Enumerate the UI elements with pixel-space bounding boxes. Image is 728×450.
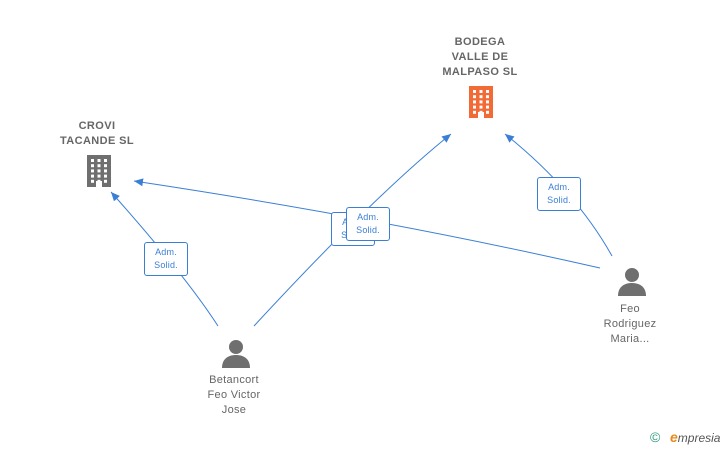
person-name-line: Rodriguez [603, 318, 657, 330]
company-name-line: TACANDE SL [59, 135, 135, 147]
empresia-logo[interactable]: empresia [670, 429, 720, 446]
company-name-line: VALLE DE [451, 51, 509, 63]
person-name-line: Betancort [209, 374, 259, 386]
edge-label-role: Adm.Solid. [346, 207, 390, 241]
person-name-line: Feo Victor [207, 389, 261, 401]
person-label-betancort-feo-victor-jose[interactable]: Betancort Feo Victor Jose [184, 373, 284, 418]
company-name-line: BODEGA [454, 36, 506, 48]
building-icon[interactable] [87, 155, 111, 187]
person-name-line: Feo [620, 303, 640, 315]
empresia-logo-initial: e [670, 429, 678, 445]
company-name-line: MALPASO SL [442, 66, 518, 78]
empresia-logo-text: mpresia [677, 431, 721, 445]
person-icon[interactable] [618, 268, 646, 296]
building-icon[interactable] [469, 86, 493, 118]
edge-label-role: Adm.Solid. [144, 242, 188, 276]
person-icon[interactable] [222, 340, 250, 368]
person-name-line: Maria... [610, 333, 650, 345]
person-name-line: Jose [221, 404, 247, 416]
edge-label-role: Adm.Solid. [537, 177, 581, 211]
company-label-crovi-tacande[interactable]: CROVI TACANDE SL [47, 119, 147, 149]
person-label-feo-rodriguez-maria[interactable]: Feo Rodriguez Maria... [580, 302, 680, 347]
company-label-bodega-valle-de-malpaso[interactable]: BODEGA VALLE DE MALPASO SL [420, 35, 540, 80]
company-name-line: CROVI [78, 120, 116, 132]
copyright-icon: © [650, 429, 661, 445]
